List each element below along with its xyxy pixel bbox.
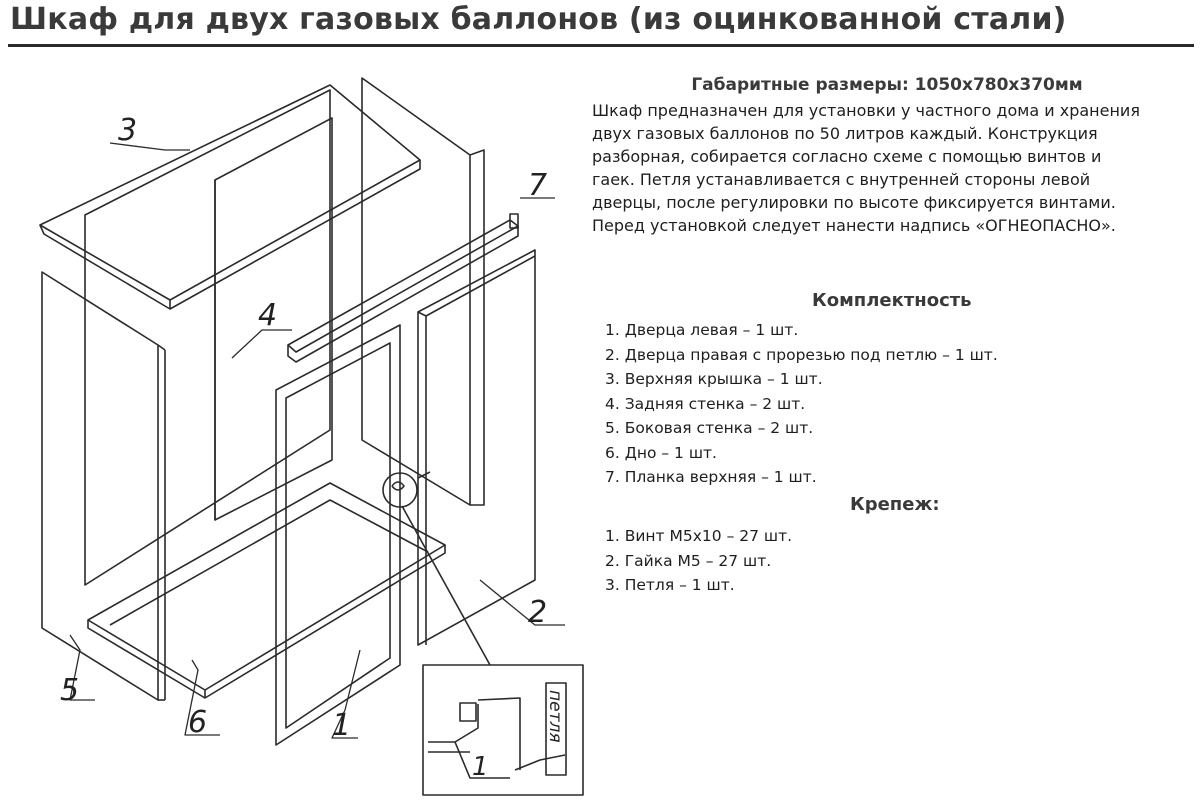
fastener-item: 1. Винт М5х10 – 27 шт. [605,527,793,545]
dimensions-heading: Габаритные размеры: 1050х780х370мм [691,75,1083,95]
callout-5: 5 [60,673,79,708]
callout-leaders [70,143,565,738]
page-title: Шкаф для двух газовых баллонов (из оцинк… [10,2,1067,37]
callout-1: 1 [332,708,351,743]
description-line: двух газовых баллонов по 50 литров кажды… [592,124,1098,143]
callout-3: 3 [118,113,137,148]
kit-item: 1. Дверца левая – 1 шт. [605,321,799,339]
kit-heading: Комплектность [812,290,972,311]
fastener-item: 3. Петля – 1 шт. [605,576,735,594]
description-line: гаек. Петля устанавливается с внутренней… [592,170,1091,189]
fasteners-heading: Крепеж: [850,494,940,515]
part-back-wall [85,90,332,585]
part-bottom [88,483,445,698]
kit-item: 7. Планка верхняя – 1 шт. [605,468,817,486]
callout-7: 7 [528,168,547,203]
description-line: разборная, собирается согласно схеме с п… [592,147,1102,166]
description-line: дверцы, после регулировки по высоте фикс… [592,193,1116,212]
specification-block: Габаритные размеры: 1050х780х370мм Шкаф … [592,75,1182,237]
part-right-door [418,250,535,645]
inset-callout-1: 1 [472,752,489,782]
part-right-side-wall [362,78,484,505]
description: Шкаф предназначен для установки у частно… [592,99,1182,237]
kit-item: 5. Боковая стенка – 2 шт. [605,419,814,437]
kit-list: 1. Дверца левая – 1 шт. 2. Дверца правая… [605,318,998,490]
callout-6: 6 [188,705,207,740]
description-line: Шкаф предназначен для установки у частно… [592,101,1140,120]
description-line: Перед установкой следует нанести надпись… [592,216,1116,235]
kit-item: 3. Верхняя крышка – 1 шт. [605,370,823,388]
kit-item: 6. Дно – 1 шт. [605,443,717,462]
part-left-door [276,325,400,745]
exploded-assembly-diagram: 3 7 4 5 6 1 2 1 петля [0,60,590,800]
part-top-strip [288,214,518,362]
kit-item: 4. Задняя стенка – 2 шт. [605,394,806,413]
part-side-wall [42,272,165,700]
fasteners-list: 1. Винт М5х10 – 27 шт. 2. Гайка М5 – 27 … [605,524,792,598]
inset-label-hinge: петля [545,690,565,743]
callout-4: 4 [258,298,277,333]
hinge-detail-callout [383,472,490,665]
title-underline [8,44,1194,47]
kit-item: 2. Дверца правая с прорезью под петлю – … [605,345,998,364]
part-top-lid [40,85,420,309]
callout-2: 2 [528,595,547,630]
hinge-inset [423,665,583,795]
fastener-item: 2. Гайка М5 – 27 шт. [605,551,772,570]
